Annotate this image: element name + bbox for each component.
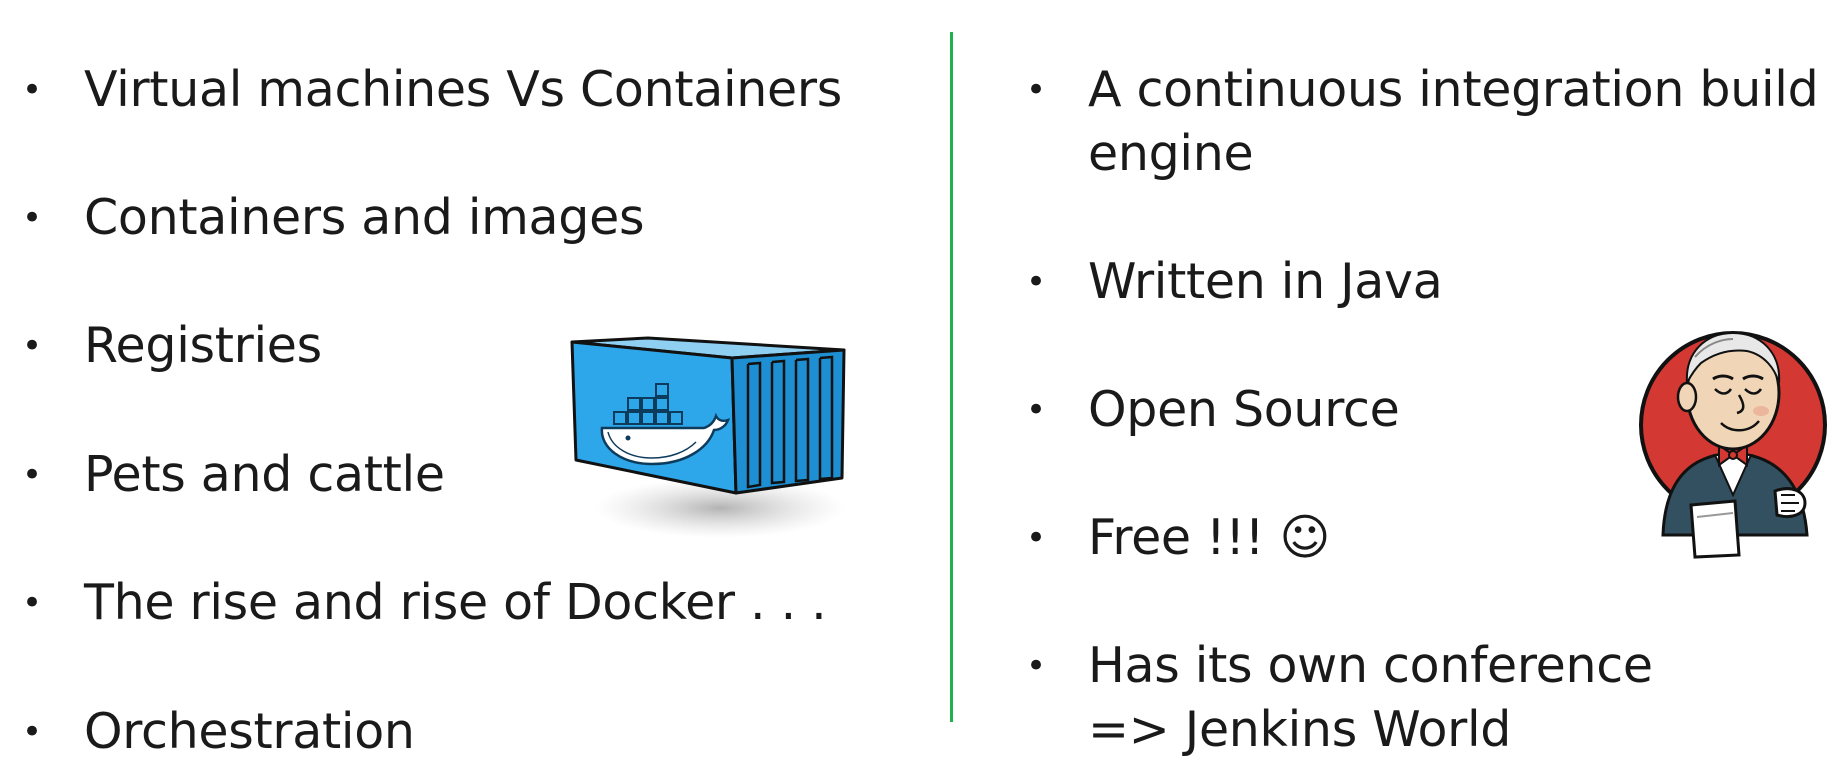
list-item-text: Written in Java — [1088, 253, 1443, 310]
bullet-icon: • — [22, 326, 42, 366]
list-item-text: Has its own conference => Jenkins World — [1088, 637, 1653, 758]
jenkins-butler-icon — [1639, 331, 1827, 559]
bullet-icon: • — [1026, 646, 1046, 686]
bullet-icon: • — [1026, 518, 1046, 558]
bullet-icon: • — [1026, 262, 1046, 302]
bullet-icon: • — [22, 583, 42, 623]
list-item-text: A continuous integration build engine — [1088, 61, 1819, 182]
list-item-text: Containers and images — [84, 189, 645, 246]
bullet-icon: • — [22, 712, 42, 752]
list-item-text: Registries — [84, 317, 322, 374]
list-item-text: Orchestration — [84, 703, 415, 760]
list-item-text: Free !!! ☺ — [1088, 509, 1331, 566]
docker-container-icon — [570, 336, 846, 538]
bullet-icon: • — [1026, 70, 1046, 110]
column-divider — [950, 32, 953, 722]
bullet-icon: • — [22, 198, 42, 238]
bullet-icon: • — [22, 70, 42, 110]
list-item-text: Pets and cattle — [84, 446, 445, 503]
bullet-icon: • — [22, 455, 42, 495]
bullet-icon: • — [1026, 390, 1046, 430]
list-item-text: Open Source — [1088, 381, 1400, 438]
list-item-text: The rise and rise of Docker . . . — [84, 574, 827, 631]
list-item-text: Virtual machines Vs Containers — [84, 61, 842, 118]
